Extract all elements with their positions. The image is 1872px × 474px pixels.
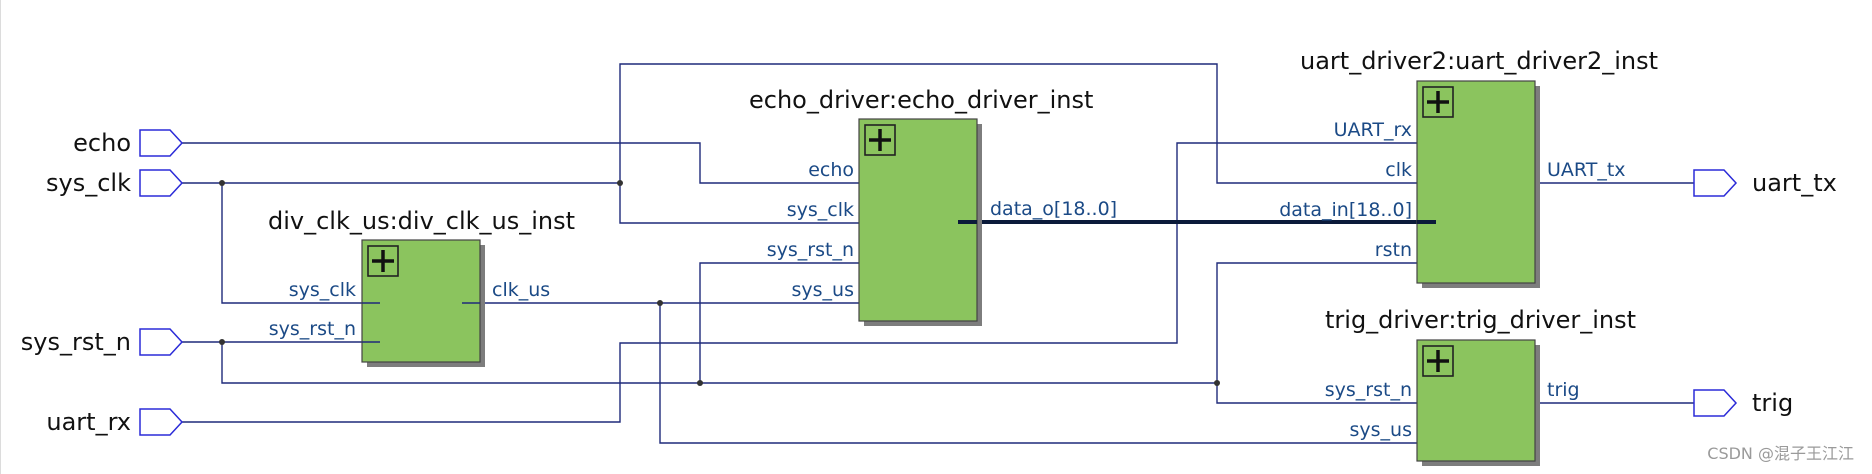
junction-sys-rst-3 xyxy=(1214,380,1220,386)
input-ports: echo sys_clk sys_rst_n uart_rx xyxy=(21,129,184,436)
port-uart-rx-label: uart_rx xyxy=(46,408,131,436)
port-echo[interactable]: echo xyxy=(73,129,184,157)
pin-uart-rstn: rstn xyxy=(1375,239,1412,261)
block-uart-driver2[interactable]: uart_driver2:uart_driver2_inst UART_rx c… xyxy=(1279,47,1658,288)
port-uart-tx[interactable]: uart_tx xyxy=(1693,169,1837,197)
wire-uart-rx xyxy=(180,142,1436,423)
junction-sys-rst-2 xyxy=(697,380,703,386)
pin-uart-uart-rx: UART_rx xyxy=(1334,119,1412,141)
block-div-clk-us-title: div_clk_us:div_clk_us_inst xyxy=(268,207,575,235)
pin-div-sys-rst-n: sys_rst_n xyxy=(269,318,356,340)
output-ports: uart_tx trig xyxy=(1693,169,1837,417)
port-sys-clk[interactable]: sys_clk xyxy=(46,169,184,197)
pin-echo-data-o: data_o[18..0] xyxy=(990,198,1117,220)
pin-echo-sys-us: sys_us xyxy=(792,279,854,301)
pin-echo-sys-clk: sys_clk xyxy=(787,199,854,221)
junction-clk-us xyxy=(657,300,663,306)
junction-sys-clk-1 xyxy=(219,180,225,186)
block-trig-driver-title: trig_driver:trig_driver_inst xyxy=(1325,306,1636,334)
block-echo-driver[interactable]: echo_driver:echo_driver_inst echo sys_cl… xyxy=(749,86,1117,326)
port-uart-tx-label: uart_tx xyxy=(1752,169,1837,197)
block-echo-driver-title: echo_driver:echo_driver_inst xyxy=(749,86,1093,114)
pin-div-clk-us: clk_us xyxy=(492,279,550,301)
block-trig-driver[interactable]: trig_driver:trig_driver_inst sys_rst_n s… xyxy=(1325,306,1636,466)
pin-trig-sys-rst-n: sys_rst_n xyxy=(1325,379,1412,401)
wire-sys-clk-uart xyxy=(619,63,1436,184)
pin-uart-clk: clk xyxy=(1385,159,1412,181)
wire-echo xyxy=(180,142,880,184)
wire-sys-rst-bus xyxy=(221,342,1217,384)
junction-sys-clk-2 xyxy=(617,180,623,186)
pin-trig-sys-us: sys_us xyxy=(1350,419,1412,441)
port-trig[interactable]: trig xyxy=(1693,389,1793,417)
pin-trig-trig: trig xyxy=(1547,379,1580,401)
wire-sys-rst-uart xyxy=(1216,262,1436,383)
junctions xyxy=(219,180,1220,386)
pin-div-sys-clk: sys_clk xyxy=(289,279,356,301)
block-uart-driver2-title: uart_driver2:uart_driver2_inst xyxy=(1300,47,1658,75)
pin-uart-data-in: data_in[18..0] xyxy=(1279,199,1412,221)
wire-sys-clk-div xyxy=(221,183,380,304)
port-echo-label: echo xyxy=(73,129,131,157)
pin-echo-echo: echo xyxy=(808,159,854,181)
pin-uart-uart-tx: UART_tx xyxy=(1547,159,1626,181)
expand-icon[interactable] xyxy=(1422,86,1454,118)
expand-icon[interactable] xyxy=(864,124,896,156)
expand-icon[interactable] xyxy=(1422,345,1454,377)
watermark: CSDN @混子王江江 xyxy=(1707,444,1854,463)
port-uart-rx[interactable]: uart_rx xyxy=(46,408,184,436)
wire-sys-rst-trig xyxy=(1216,383,1436,404)
pin-echo-sys-rst-n: sys_rst_n xyxy=(767,239,854,261)
left-border xyxy=(0,0,1,474)
junction-sys-rst-1 xyxy=(219,339,225,345)
block-div-clk-us[interactable]: div_clk_us:div_clk_us_inst sys_clk sys_r… xyxy=(268,207,575,367)
port-sys-rst-n-label: sys_rst_n xyxy=(21,328,131,356)
expand-icon[interactable] xyxy=(367,245,399,277)
wire-clk-us-trig xyxy=(659,303,1436,444)
wire-sys-clk-echo xyxy=(619,183,880,224)
wires xyxy=(180,63,1694,444)
port-sys-rst-n[interactable]: sys_rst_n xyxy=(21,328,184,356)
port-trig-label: trig xyxy=(1752,389,1793,417)
port-sys-clk-label: sys_clk xyxy=(46,169,131,197)
